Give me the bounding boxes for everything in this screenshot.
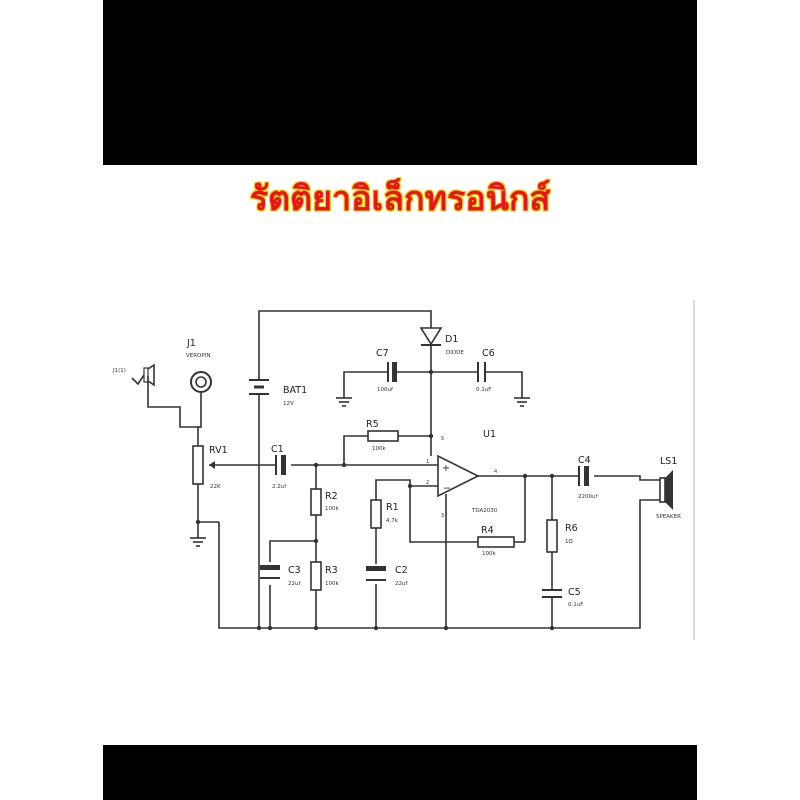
c7-value: 100uf: [377, 387, 394, 393]
c5-value: 0.1uF: [568, 602, 583, 608]
r1-value: 4.7k: [386, 518, 399, 524]
c1-value: 2.2uf: [272, 484, 287, 490]
u1-minus: −: [443, 483, 451, 494]
c3-ref: C3: [288, 565, 301, 576]
resistor-r2: R2 100k: [310, 488, 339, 516]
bat1-value: 12V: [283, 401, 294, 407]
r1-ref: R1: [386, 502, 399, 513]
ground-icon: [336, 397, 352, 407]
u1-ref: U1: [483, 429, 496, 440]
capacitor-c5: C5 0.1uF: [542, 587, 583, 608]
resistor-r3: R3 100k: [310, 561, 339, 591]
c1-ref: C1: [271, 444, 284, 455]
r4-value: 100k: [482, 551, 496, 557]
c2-ref: C2: [395, 565, 408, 576]
potentiometer-rv1: RV1 22K: [192, 445, 228, 490]
c4-value: 2200uf: [578, 494, 598, 500]
top-black-bar: [103, 0, 697, 165]
d1-value: DIODE: [446, 350, 464, 356]
diode-d1: D1 DIODE: [419, 327, 464, 356]
resistor-r1: R1 4.7k: [370, 499, 399, 529]
c5-ref: C5: [568, 587, 581, 598]
bottom-black-bar: [103, 745, 697, 800]
ground-icon: [190, 537, 206, 547]
c2-value: 22uf: [395, 581, 408, 587]
ground-icon: [514, 397, 530, 407]
r5-ref: R5: [366, 419, 379, 430]
capacitor-c4: C4 2200uf: [578, 455, 598, 500]
u1-pin-4: 4: [494, 469, 497, 475]
page-title: รัตติยาอิเล็กทรอนิกส์: [249, 179, 551, 219]
u1-pin-3: 3: [441, 513, 444, 519]
ls1-ref: LS1: [660, 456, 677, 467]
u1-pin-1: 1: [426, 459, 429, 465]
d1-ref: D1: [445, 334, 458, 345]
r2-value: 100k: [325, 506, 339, 512]
u1-plus: +: [442, 463, 450, 474]
u1-pin-5: 5: [441, 436, 444, 442]
j1-value: VEROPIN: [186, 353, 210, 359]
wires: [147, 300, 695, 640]
c3-value: 22uf: [288, 581, 301, 587]
capacitor-c3: C3 22uf: [260, 565, 301, 587]
r6-ref: R6: [565, 523, 578, 534]
resistor-r6: R6 1Ω: [546, 519, 578, 553]
junction-dots: [195, 369, 555, 631]
c6-value: 0.1uF: [476, 387, 491, 393]
c7-ref: C7: [376, 348, 389, 359]
j1-1-ref: J1(1): [112, 368, 126, 374]
resistor-r5: R5 100k: [366, 419, 399, 452]
r6-value: 1Ω: [565, 539, 573, 545]
c6-ref: C6: [482, 348, 495, 359]
capacitor-c7: C7 100uf: [376, 348, 397, 393]
resistor-r4: R4 100k: [477, 525, 515, 557]
capacitor-c6: C6 0.1uF: [476, 348, 495, 393]
speaker-icon: LS1 SPEAKER: [656, 456, 681, 520]
u1-pin-2: 2: [426, 480, 429, 486]
bat1-ref: BAT1: [283, 385, 307, 396]
r4-ref: R4: [481, 525, 494, 536]
opamp-u1: + − U1 TDA2030 1 2 3 4 5: [426, 429, 498, 519]
c4-ref: C4: [578, 455, 591, 466]
battery-bat1: BAT1 12V: [249, 379, 307, 407]
rv1-value: 22K: [210, 484, 221, 490]
ls1-value: SPEAKER: [656, 514, 681, 520]
rv1-ref: RV1: [209, 445, 228, 456]
r5-value: 100k: [372, 446, 386, 452]
j1-plug: J1(1): [112, 363, 155, 387]
u1-value: TDA2030: [471, 508, 498, 514]
capacitor-c1: C1 2.2uf: [271, 444, 287, 490]
r3-value: 100k: [325, 581, 339, 587]
capacitor-c2: C2 22uf: [366, 565, 408, 587]
r3-ref: R3: [325, 565, 338, 576]
r2-ref: R2: [325, 491, 338, 502]
j1-ref: J1: [186, 338, 196, 349]
j1-jack: J1 VEROPIN: [186, 338, 212, 393]
